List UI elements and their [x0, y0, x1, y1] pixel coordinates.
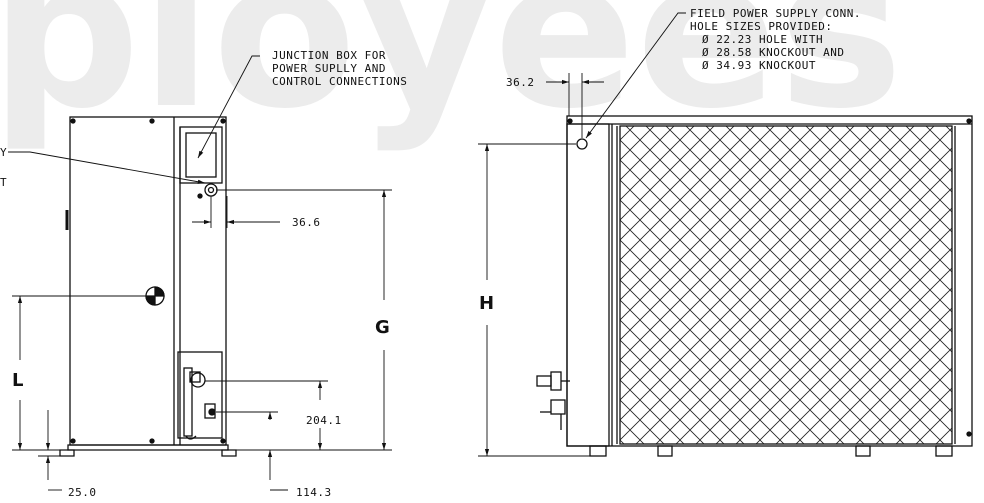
condenser-coil-grille — [619, 125, 953, 445]
junction-box — [185, 132, 217, 178]
junction-box-note-line2: POWER SUPLLY AND — [272, 62, 386, 75]
field-power-hole — [576, 138, 588, 150]
side-gas-valve — [550, 399, 566, 415]
dim-36-2: 36.2 — [506, 76, 535, 89]
field-power-note-line2: HOLE SIZES PROVIDED: — [690, 20, 832, 33]
side-liquid-valve — [536, 375, 552, 387]
junction-box-note-line3: CONTROL CONNECTIONS — [272, 75, 407, 88]
junction-box-note-line1: JUNCTION BOX FOR — [272, 49, 386, 62]
dim-36-6: 36.6 — [292, 216, 321, 229]
field-power-note-line5: Ø 34.93 KNOCKOUT — [702, 59, 816, 72]
front-view-dimensions — [8, 55, 392, 491]
front-view-labels: JUNCTION BOX FOR POWER SUPLLY AND CONTRO… — [0, 49, 407, 499]
liquid-valve — [190, 372, 206, 388]
side-view-dimensions — [478, 12, 686, 457]
field-power-note-line3: Ø 22.23 HOLE WITH — [702, 33, 823, 46]
dim-204-1: 204.1 — [306, 414, 342, 427]
power-connection-port — [204, 183, 218, 197]
dim-L: L — [12, 370, 23, 391]
dim-H: H — [479, 293, 494, 314]
front-unit-body — [69, 116, 227, 446]
dim-114-3: 114.3 — [296, 486, 332, 499]
field-power-note-line4: Ø 28.58 KNOCKOUT AND — [702, 46, 844, 59]
side-view-labels: FIELD POWER SUPPLY CONN. HOLE SIZES PROV… — [479, 7, 861, 314]
side-view — [536, 115, 973, 457]
cut-label-2: T — [0, 176, 7, 189]
front-view — [59, 116, 237, 457]
cut-label-1: Y — [0, 146, 7, 159]
field-power-note-line1: FIELD POWER SUPPLY CONN. — [690, 7, 861, 20]
dim-25-0: 25.0 — [68, 486, 97, 499]
service-valve-panel — [177, 351, 223, 439]
dim-G: G — [375, 317, 390, 338]
